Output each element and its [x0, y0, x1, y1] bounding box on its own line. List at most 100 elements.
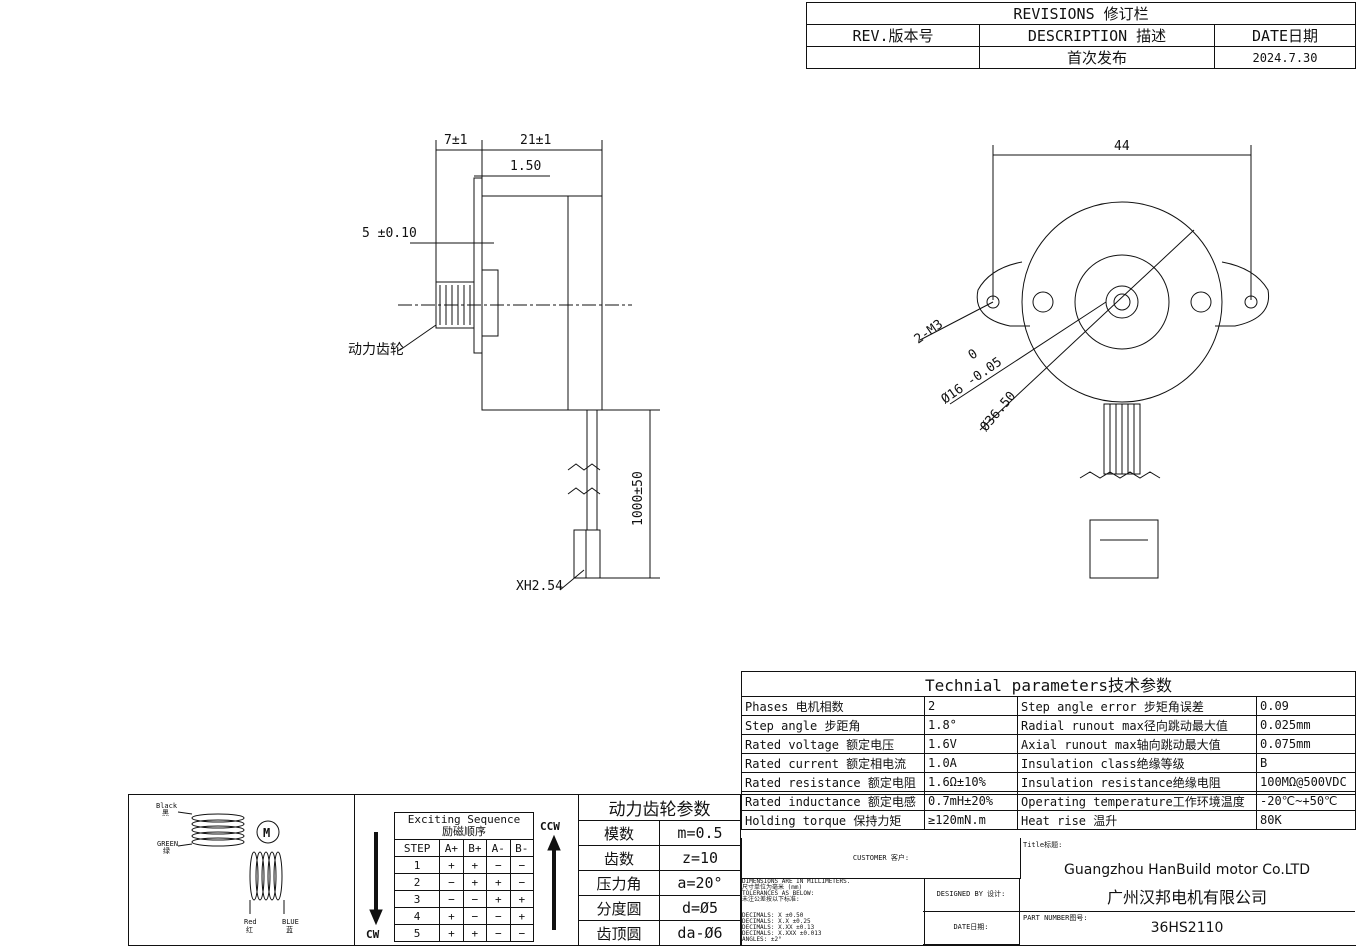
d16-label: Ø16 -0.05 [939, 355, 1005, 408]
tech-cell: Rated resistance 额定电阻 [741, 772, 925, 792]
sequence-cell: 2 [393, 873, 441, 891]
sequence-cell: + [486, 890, 511, 908]
mounting-flange [473, 177, 483, 354]
dim-21: 21±1 [520, 133, 551, 148]
d36-label: Ø36.50 [978, 389, 1020, 435]
sequence-cell: + [509, 890, 535, 908]
date-field: DATE日期: [923, 911, 1020, 945]
d16-tol: 0 [966, 346, 981, 363]
sequence-cell: 5 [393, 924, 441, 942]
sequence-cell: − [486, 924, 511, 942]
tech-cell: 80K [1256, 810, 1356, 830]
tech-cell: Axial runout max轴向跳动最大值 [1017, 734, 1257, 754]
tech-cell: Rated current 额定相电流 [741, 753, 925, 773]
frame-divider [354, 794, 355, 945]
gear-cell: 压力角 [578, 870, 660, 896]
screw-right [1190, 291, 1212, 313]
connector-side [573, 529, 601, 579]
gear-title: 动力齿轮参数 [578, 794, 741, 821]
company-name-cn: 广州汉邦电机有限公司 [1106, 888, 1267, 907]
sequence-cell: + [509, 907, 535, 925]
dim-5: 5 ±0.10 [362, 226, 417, 241]
tech-cell: Operating temperature工作环境温度 [1017, 791, 1257, 811]
tech-cell: 0.09 [1256, 696, 1356, 716]
tech-cell: 100MΩ@500VDC [1256, 772, 1356, 792]
sequence-cell: − [462, 907, 488, 925]
title-label: Title标题: [1023, 841, 1063, 849]
tolerance-line: DECIMALS: X.XX ±0.13 [742, 924, 815, 931]
tolerance-line: TOLERANCES AS BELOW: [742, 890, 815, 897]
tech-cell: Step angle 步距角 [741, 715, 925, 735]
tech-cell: Insulation class绝缘等级 [1017, 753, 1257, 773]
tech-cell: -20℃~+50℃ [1256, 791, 1356, 811]
gear-cell: z=10 [659, 845, 741, 871]
tech-cell: Rated inductance 额定电感 [741, 791, 925, 811]
tolerance-line: ANGLES: ±2° [742, 936, 782, 943]
sequence-header: B- [509, 839, 535, 857]
sequence-cell: − [509, 924, 535, 942]
boss-circle [1074, 254, 1170, 350]
sequence-cell: + [439, 924, 464, 942]
part-number: 36HS2110 [1150, 920, 1224, 936]
gear-cell: 分度圆 [578, 895, 660, 921]
tech-cell: Phases 电机相数 [741, 696, 925, 716]
tech-cell: Radial runout max径向跳动最大值 [1017, 715, 1257, 735]
connector-front [1089, 519, 1159, 579]
tech-cell: ≥120mN.m [924, 810, 1018, 830]
sequence-row: 1++−− [393, 856, 535, 874]
tech-cell: Holding torque 保持力矩 [741, 810, 925, 830]
sequence-cell: − [486, 907, 511, 925]
screw-left [1032, 291, 1054, 313]
sequence-cell: 4 [393, 907, 441, 925]
sequence-cell: − [439, 890, 464, 908]
tolerance-line: DECIMALS: X.X ±0.25 [742, 918, 811, 925]
sequence-cell: − [509, 856, 535, 874]
mount-hole-right [1244, 295, 1258, 309]
tolerance-line: DIMENSIONS ARE IN MILLIMETERS. [742, 878, 851, 885]
motor-body-front-view [1021, 201, 1223, 403]
sequence-title-cn: 励磁顺序 [442, 825, 486, 838]
sequence-cell: 1 [393, 856, 441, 874]
cable-length: 1000±50 [631, 471, 646, 526]
customer-field: CUSTOMER 客户: [741, 838, 1021, 879]
gear-label: 动力齿轮 [348, 342, 404, 358]
motor-body-front [481, 195, 569, 411]
sequence-cell: + [462, 924, 488, 942]
tech-cell: 0.7mH±20% [924, 791, 1018, 811]
sequence-cell: 3 [393, 890, 441, 908]
tech-cell: Insulation resistance绝缘电阻 [1017, 772, 1257, 792]
sequence-cell: + [462, 856, 488, 874]
designed-by: DESIGNED BY 设计: [923, 878, 1020, 912]
connector-label: XH2.54 [516, 579, 563, 594]
company-name-en: Guangzhou HanBuild motor Co.LTD [1064, 862, 1310, 878]
shaft-boss [481, 269, 499, 337]
dim-44: 44 [1114, 139, 1130, 154]
sequence-header: A- [486, 839, 511, 857]
dim-7: 7±1 [444, 133, 467, 148]
date-cell: 2024.7.30 [1214, 46, 1356, 69]
sequence-cell: − [462, 890, 488, 908]
sequence-cell: + [439, 907, 464, 925]
tolerance-notes: DIMENSIONS ARE IN MILLIMETERS.尺寸单位为毫米 (m… [741, 878, 925, 946]
desc-cell: 首次发布 [979, 46, 1215, 69]
motor-body-rear [567, 195, 603, 411]
revisions-table: REVISIONS 修订栏 REV.版本号 DESCRIPTION 描述 DAT… [806, 2, 1356, 69]
sequence-row: 4+−−+ [393, 907, 535, 925]
tech-cell: Step angle error 步矩角误差 [1017, 696, 1257, 716]
gear-cell: 模数 [578, 820, 660, 846]
sequence-row: 2−++− [393, 873, 535, 891]
